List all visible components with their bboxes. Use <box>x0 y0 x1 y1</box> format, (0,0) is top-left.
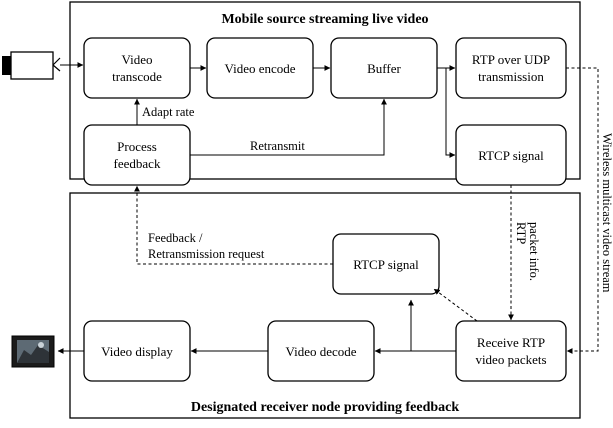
node-label: transmission <box>478 69 544 84</box>
node-buffer: Buffer <box>330 37 438 99</box>
node-label: Buffer <box>367 61 401 76</box>
edge-receive-to-rtcp <box>433 288 478 322</box>
label-feedback-2: Retransmission request <box>148 247 265 261</box>
node-label: video packets <box>475 352 546 367</box>
node-label: RTP over UDP <box>472 52 550 67</box>
edge-feedback-request <box>134 185 333 265</box>
source-panel-title: Mobile source streaming live video <box>221 12 428 27</box>
video-camera-icon <box>2 51 61 80</box>
node-label: feedback <box>114 156 161 171</box>
node-rtcp-signal-receiver: RTCP signal <box>332 233 440 295</box>
node-label: Video <box>122 52 153 67</box>
edge-retransmit <box>190 98 387 156</box>
node-process-feedback: Process feedback <box>83 124 191 186</box>
receiver-panel-title: Designated receiver node providing feedb… <box>191 400 460 415</box>
display-screen-icon <box>11 335 55 368</box>
node-label: transcode <box>112 69 162 84</box>
node-label: Process <box>117 139 157 154</box>
node-video-decode: Video decode <box>267 320 375 382</box>
node-rtcp-signal-source: RTCP signal <box>455 124 567 186</box>
node-video-display: Video display <box>83 320 191 382</box>
node-video-transcode: Video transcode <box>83 37 191 99</box>
label-rtp-packet-info-2: packet info. <box>527 222 541 281</box>
source-panel <box>69 1 581 180</box>
node-label: Receive RTP <box>477 335 545 350</box>
label-feedback-1: Feedback / <box>148 231 203 245</box>
edge-wireless-multicast <box>566 67 599 354</box>
label-retransmit: Retransmit <box>250 139 305 153</box>
receiver-panel <box>69 192 581 419</box>
node-label: Video display <box>101 344 173 359</box>
node-label: Video decode <box>285 344 356 359</box>
node-receive-rtp: Receive RTP video packets <box>455 320 567 382</box>
label-wireless-multicast: Wireless multicast video stream <box>600 133 613 293</box>
node-video-encode: Video encode <box>206 37 314 99</box>
node-label: Video encode <box>224 61 295 76</box>
label-rtp-packet-info-1: RTP <box>514 222 528 244</box>
label-adapt-rate: Adapt rate <box>142 105 195 119</box>
edge-buffer-to-rtcp <box>437 67 456 158</box>
node-rtp-over-udp: RTP over UDP transmission <box>455 37 567 99</box>
node-label: RTCP signal <box>478 148 544 163</box>
node-label: RTCP signal <box>353 257 419 272</box>
